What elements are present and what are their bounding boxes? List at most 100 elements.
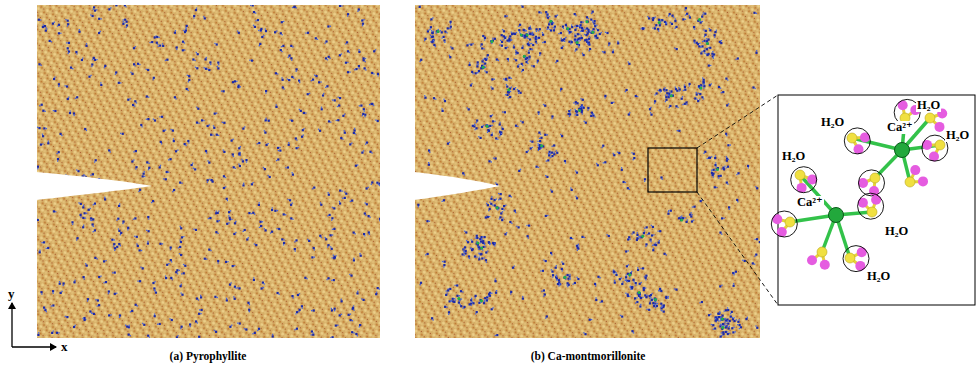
- water-hydrogen: [583, 332, 584, 333]
- water-oxygen: [681, 98, 683, 100]
- water-oxygen: [355, 165, 357, 167]
- water-hydrogen: [305, 112, 306, 113]
- water-oxygen: [568, 110, 570, 112]
- water-oxygen: [93, 57, 95, 59]
- water-oxygen: [122, 23, 124, 25]
- water-oxygen: [215, 331, 217, 333]
- water-oxygen: [173, 140, 175, 142]
- water-oxygen: [556, 277, 558, 279]
- water-oxygen: [470, 84, 472, 86]
- water-hydrogen: [549, 153, 550, 154]
- water-hydrogen: [493, 158, 494, 159]
- water-hydrogen: [756, 13, 757, 14]
- water-oxygen: [223, 175, 225, 177]
- water-oxygen: [216, 43, 218, 45]
- water-hydrogen: [526, 30, 527, 31]
- water-hydrogen: [435, 99, 436, 100]
- water-oxygen: [613, 271, 615, 273]
- water-oxygen: [188, 79, 190, 81]
- water-hydrogen: [507, 15, 508, 16]
- water-oxygen: [294, 6, 296, 8]
- water-oxygen: [275, 106, 277, 108]
- water-hydrogen: [41, 293, 42, 294]
- water-hydrogen: [657, 303, 658, 304]
- water-oxygen: [608, 42, 610, 44]
- water-oxygen: [69, 112, 71, 114]
- water-hydrogen: [727, 79, 728, 80]
- water-oxygen: [291, 120, 293, 122]
- water-hydrogen: [253, 25, 254, 26]
- water-hydrogen: [551, 254, 552, 255]
- water-hydrogen: [703, 88, 704, 89]
- water-oxygen: [260, 221, 262, 223]
- water-hydrogen: [217, 66, 218, 67]
- water-oxygen: [60, 133, 62, 135]
- water-oxygen: [313, 247, 315, 249]
- water-hydrogen: [252, 333, 253, 334]
- water-hydrogen: [376, 292, 377, 293]
- water-hydrogen: [168, 172, 169, 173]
- water-oxygen: [176, 269, 178, 271]
- water-hydrogen: [234, 265, 235, 266]
- water-oxygen: [485, 251, 487, 253]
- water-hydrogen: [665, 101, 666, 102]
- water-hydrogen: [265, 92, 266, 93]
- water-hydrogen: [365, 61, 366, 62]
- water-hydrogen: [485, 67, 486, 68]
- water-hydrogen: [207, 68, 208, 69]
- water-oxygen: [90, 217, 92, 219]
- water-oxygen: [547, 26, 549, 28]
- water-hydrogen: [655, 307, 656, 308]
- water-oxygen: [538, 148, 540, 150]
- water-hydrogen: [492, 125, 493, 126]
- water-oxygen: [665, 99, 667, 101]
- water-oxygen: [297, 294, 299, 296]
- water-hydrogen: [538, 114, 539, 115]
- water-oxygen: [611, 102, 613, 104]
- water-hydrogen: [368, 187, 369, 188]
- water-hydrogen: [678, 87, 679, 88]
- water-hydrogen: [538, 30, 539, 31]
- water-oxygen: [139, 189, 141, 191]
- water-hydrogen: [375, 49, 376, 50]
- water-oxygen: [737, 57, 739, 59]
- water-oxygen: [545, 215, 547, 217]
- water-hydrogen: [110, 7, 111, 8]
- water-hydrogen: [120, 133, 121, 134]
- water-oxygen: [332, 336, 334, 338]
- water-hydrogen: [42, 242, 43, 243]
- water-hydrogen: [91, 312, 92, 313]
- water-hydrogen: [84, 278, 85, 279]
- water-hydrogen: [311, 80, 312, 81]
- water-oxygen: [499, 123, 501, 125]
- water-oxygen: [281, 238, 283, 240]
- water-oxygen: [494, 199, 496, 201]
- water-oxygen: [352, 308, 354, 310]
- water-oxygen: [651, 299, 653, 301]
- water-oxygen: [721, 217, 723, 219]
- water-hydrogen: [146, 69, 147, 70]
- water-hydrogen: [134, 236, 135, 237]
- water-hydrogen: [134, 106, 135, 107]
- water-oxygen: [597, 164, 599, 166]
- water-hydrogen: [736, 174, 737, 175]
- water-oxygen: [264, 168, 266, 170]
- water-oxygen: [234, 222, 236, 224]
- water-hydrogen: [91, 220, 92, 221]
- water-hydrogen: [46, 128, 47, 129]
- water-hydrogen: [562, 46, 563, 47]
- water-oxygen: [137, 63, 139, 65]
- water-hydrogen: [658, 231, 659, 232]
- water-oxygen: [477, 61, 479, 63]
- water-hydrogen: [756, 50, 757, 51]
- water-hydrogen: [575, 170, 576, 171]
- water-hydrogen: [332, 257, 333, 258]
- water-oxygen: [232, 153, 234, 155]
- water-oxygen: [301, 305, 303, 307]
- water-oxygen: [143, 324, 145, 326]
- water-hydrogen: [115, 74, 116, 75]
- water-hydrogen: [350, 201, 351, 202]
- water-oxygen: [556, 152, 558, 154]
- water-hydrogen: [379, 288, 380, 289]
- water-hydrogen: [721, 234, 722, 235]
